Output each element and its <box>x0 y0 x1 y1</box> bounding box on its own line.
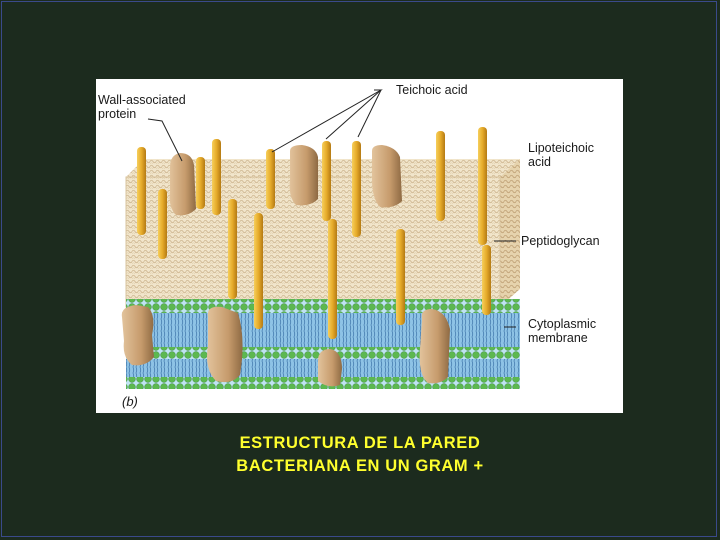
peptidoglycan-label: Peptidoglycan <box>521 234 600 248</box>
membrane-label-line1: Cytoplasmic <box>528 317 597 331</box>
caption-line-1: ESTRUCTURA DE LA PARED <box>239 434 481 452</box>
lipoteichoic-label-line2: acid <box>528 155 551 169</box>
wall-protein-label-line1: Wall-associated <box>98 93 186 107</box>
wall-protein-label: Wall-associated protein <box>98 93 186 121</box>
cell-wall-illustration <box>121 89 520 389</box>
teichoic-acid-label: Teichoic acid <box>396 83 468 97</box>
panel-letter: (b) <box>122 394 138 409</box>
cytoplasmic-membrane-label: Cytoplasmic membrane <box>528 317 596 345</box>
membrane-proteins <box>121 305 450 387</box>
lipoteichoic-label-line1: Lipoteichoic <box>528 141 595 155</box>
leader-lines <box>147 89 516 328</box>
cell-wall-diagram: Wall-associated protein Teichoic acid Li… <box>96 79 623 413</box>
teichoic-acid-rods <box>137 127 491 339</box>
lipoteichoic-acid-label: Lipoteichoic acid <box>528 141 594 169</box>
membrane-label-line2: membrane <box>528 331 588 345</box>
wall-associated-proteins <box>169 145 402 216</box>
slide-caption: ESTRUCTURA DE LA PARED BACTERIANA EN UN … <box>140 432 580 478</box>
wall-protein-label-line2: protein <box>98 107 137 121</box>
caption-line-2: BACTERIANA EN UN GRAM + <box>236 457 484 475</box>
